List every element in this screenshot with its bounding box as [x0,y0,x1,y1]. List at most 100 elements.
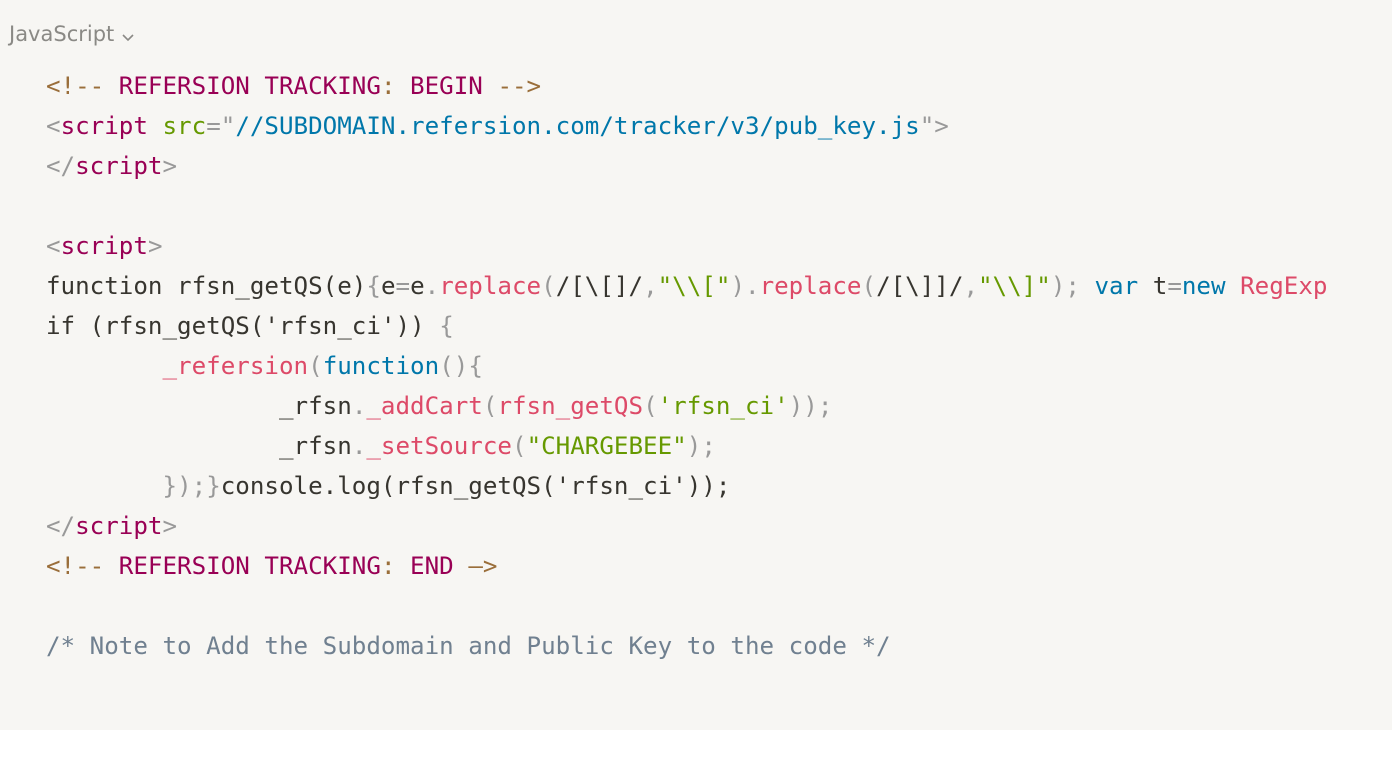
code-token: ) [177,472,192,500]
code-token: <!-- [46,552,105,580]
code-token: " [919,112,935,140]
code-token: REFERSION TRACKING [104,552,381,580]
code-token: "\\]" [978,272,1051,300]
code-token: . [745,272,760,300]
code-token: . [351,392,367,420]
code-token: /[\[]/ [555,272,644,300]
code-token: . [424,272,440,300]
code-token: ( [512,432,527,460]
code-token: { [366,272,381,300]
code-token: console.log(rfsn_getQS('rfsn_ci')); [220,472,731,500]
code-token: script [60,112,148,140]
code-token: = [206,112,221,140]
code-token: _refersion [162,352,309,380]
code-line: <script src="//SUBDOMAIN.refersion.com/t… [46,106,1328,146]
code-line: <script> [46,226,1328,266]
code-line: <!-- REFERSION TRACKING: BEGIN --> [46,66,1328,106]
code-token: . [351,432,367,460]
language-selector[interactable]: JavaScript [9,20,136,48]
code-token: /* Note to Add the Subdomain and Public … [46,632,891,660]
code-token: > [147,232,163,260]
code-token [1080,272,1095,300]
code-token [46,392,279,420]
code-token: ( [439,352,454,380]
code-token: ) [1050,272,1066,300]
code-token: e [410,272,425,300]
code-line [46,586,1328,626]
code-token: ) [686,432,702,460]
code-token: //SUBDOMAIN.refersion.com/tracker/v3/pub… [235,112,920,140]
code-block: JavaScript <!-- REFERSION TRACKING: BEGI… [0,0,1392,730]
language-label: JavaScript [9,22,115,46]
code-token: : [380,72,396,100]
code-token: END [395,552,469,580]
code-line: /* Note to Add the Subdomain and Public … [46,626,1328,666]
code-token: > [162,512,178,540]
code-token: { [439,312,454,340]
code-token: ( [643,392,658,420]
code-token: _addCart [366,392,483,420]
code-token: : [380,552,396,580]
code-token: = [1167,272,1182,300]
code-token: = [395,272,411,300]
code-token: <!-- [46,72,105,100]
code-line [46,186,1328,226]
code-token: _rfsn [279,432,352,460]
code-token: if (rfsn_getQS('rfsn_ci')) [46,312,440,340]
code-token: ) [788,392,804,420]
code-token: function rfsn_getQS(e) [46,272,367,300]
code-token: ( [541,272,556,300]
code-token: "\\[" [657,272,731,300]
code-token: script [75,152,163,180]
code-line: </script> [46,506,1328,546]
code-content[interactable]: <!-- REFERSION TRACKING: BEGIN --><scrip… [46,66,1328,666]
code-token: "CHARGEBEE" [526,432,687,460]
code-token: BEGIN [395,72,498,100]
code-token: RegExp [1225,272,1328,300]
code-token [46,472,163,500]
code-token: > [934,112,949,140]
code-token: e [380,272,396,300]
code-token [148,112,163,140]
code-token: ) [803,392,818,420]
code-token: ) [730,272,745,300]
code-token: ( [308,352,323,380]
code-token: replace [439,272,542,300]
code-token: –> [468,552,498,580]
code-token: /[\]]/ [876,272,964,300]
code-token: 'rfsn_ci' [657,392,789,420]
code-line: _rfsn._addCart(rfsn_getQS('rfsn_ci')); [46,386,1328,426]
code-token: { [468,352,483,380]
code-token: ) [453,352,469,380]
code-token: --> [497,72,542,100]
code-token: > [162,152,178,180]
code-token: ( [482,392,498,420]
code-token: script [60,232,148,260]
code-line: });}console.log(rfsn_getQS('rfsn_ci')); [46,466,1328,506]
chevron-down-icon [120,26,136,42]
code-token: src [162,112,207,140]
code-line: </script> [46,146,1328,186]
code-token: t [1138,272,1168,300]
code-token: ( [861,272,877,300]
code-token: ; [191,472,207,500]
code-token: function [322,352,440,380]
code-line: <!-- REFERSION TRACKING: END –> [46,546,1328,586]
code-token: REFERSION TRACKING [104,72,381,100]
code-token: script [75,512,163,540]
code-token: _rfsn [279,392,352,420]
code-token: , [643,272,658,300]
code-token: ; [701,432,716,460]
code-token: </ [46,152,76,180]
code-token: new [1181,272,1226,300]
code-line: function rfsn_getQS(e){e=e.replace(/[\[]… [46,266,1328,306]
code-line: if (rfsn_getQS('rfsn_ci')) { [46,306,1328,346]
code-token: rfsn_getQS [497,392,644,420]
code-token: } [206,472,221,500]
code-token: < [46,112,61,140]
code-token: " [220,112,236,140]
code-token [46,352,163,380]
code-token: , [963,272,978,300]
code-line: _refersion(function(){ [46,346,1328,386]
code-token: </ [46,512,76,540]
